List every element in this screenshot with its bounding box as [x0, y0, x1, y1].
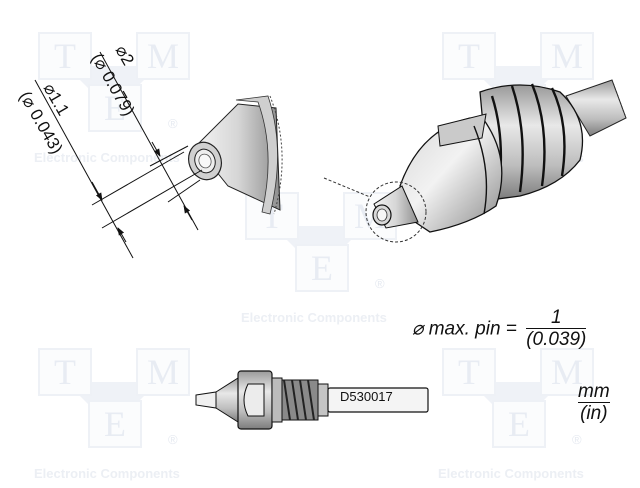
watermark-bottom-right: T M E ® Electronic Components [438, 348, 594, 488]
watermark-bottom-left: T M E ® Electronic Components [34, 348, 190, 488]
watermark-letter-m: M [540, 32, 594, 80]
watermark-letter-e: E [88, 84, 142, 132]
watermark-letter-m: M [136, 348, 190, 396]
watermark-registered: ® [168, 432, 178, 447]
tip-assembly-view [323, 79, 627, 243]
watermark-letter-t: T [442, 348, 496, 396]
watermark-caption: Electronic Components [34, 466, 180, 481]
watermark-caption: Electronic Components [34, 150, 180, 165]
watermark-letter-t: T [38, 348, 92, 396]
dimension-lines [34, 51, 203, 259]
watermark-letter-m: M [540, 348, 594, 396]
watermark-letter-t: T [38, 32, 92, 80]
formula-numerator: 1 [526, 308, 587, 329]
watermark-registered: ® [168, 116, 178, 131]
watermark-registered: ® [375, 276, 385, 291]
watermark-registered: ® [572, 432, 582, 447]
max-pin-formula: ⌀ max. pin = 1 (0.039) [412, 308, 587, 351]
units-denominator: (in) [580, 403, 608, 424]
part-code: D530017 [340, 389, 393, 404]
watermark-caption: Electronic Components [438, 466, 584, 481]
watermark-letter-e: E [295, 244, 349, 292]
formula-label: ⌀ max. pin = [412, 318, 517, 340]
thread [281, 379, 319, 421]
tip-detail-view [188, 95, 283, 215]
units-numerator: mm [578, 381, 610, 403]
watermark-letter-e: E [88, 400, 142, 448]
formula-denominator: (0.039) [526, 329, 587, 350]
watermark-top-left: T M E ® Electronic Components [34, 32, 190, 172]
tip-side-view [195, 370, 429, 430]
watermark-letter-t: T [442, 32, 496, 80]
watermark-letter-e: E [492, 400, 546, 448]
watermark-letter-m: M [136, 32, 190, 80]
units-legend: mm (in) [578, 382, 610, 425]
formula-fraction: 1 (0.039) [526, 308, 587, 351]
watermark-caption: Electronic Components [241, 310, 387, 325]
